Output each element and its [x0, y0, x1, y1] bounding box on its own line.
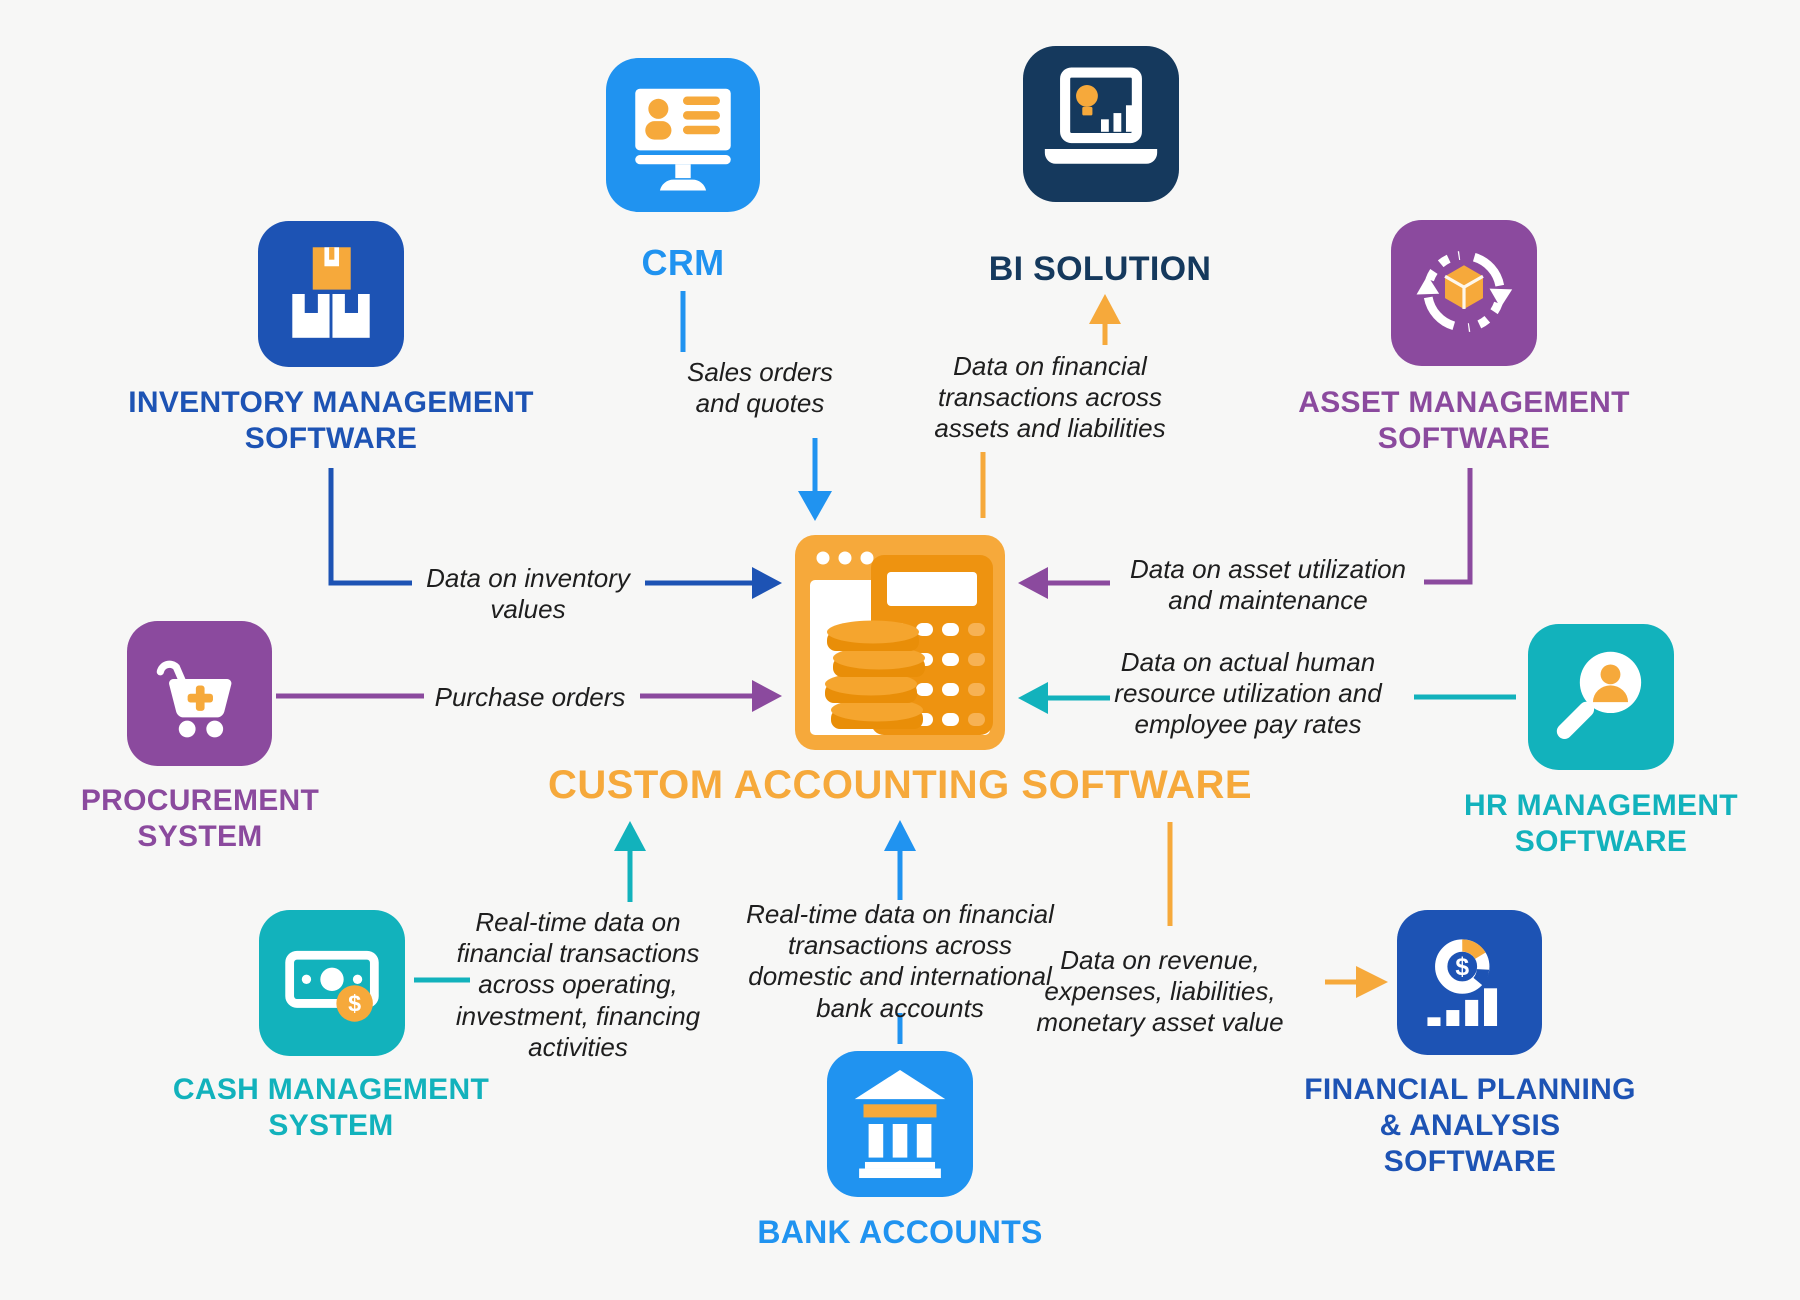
svg-text:$: $: [348, 990, 361, 1016]
accounting-browser-calculator-coins-icon: [795, 535, 1005, 750]
hr-magnifier-person-icon: [1528, 624, 1674, 770]
bank-transactions-flow-label: Real-time data on financial transactions…: [746, 899, 1054, 1023]
inventory-stacked-boxes-icon: [258, 221, 404, 367]
bi-solution-label: BI SOLUTION: [988, 250, 1212, 288]
custom-accounting-software-title: CUSTOM ACCOUNTING SOFTWARE: [547, 763, 1253, 807]
crm-monitor-contact-icon: [606, 58, 760, 212]
revenue-expenses-flow-label: Data on revenue, expenses, liabilities, …: [1036, 945, 1284, 1038]
arrowhead-left-icon: [1018, 682, 1048, 714]
hr-utilization-flow-label: Data on actual human resource utilizatio…: [1114, 647, 1382, 740]
arrowhead-right-icon: [1356, 966, 1388, 998]
arrowhead-up-icon: [614, 821, 646, 851]
purchase-orders-flow-label: Purchase orders: [434, 682, 626, 712]
asset-management-label: ASSET MANAGEMENT SOFTWARE: [1298, 386, 1630, 455]
cash-management-label: CASH MANAGEMENT SYSTEM: [172, 1073, 490, 1142]
financial-planning-label: FINANCIAL PLANNING & ANALYSIS SOFTWARE: [1304, 1073, 1636, 1178]
arrowhead-up-icon: [1089, 294, 1121, 324]
procurement-system-label: PROCUREMENT SYSTEM: [80, 784, 320, 853]
arrowhead-right-icon: [752, 567, 782, 599]
arrowhead-right-icon: [752, 680, 782, 712]
crm-label: CRM: [641, 242, 725, 283]
svg-text:$: $: [1455, 954, 1469, 981]
financial-transactions-assets-flow-label: Data on financial transactions across as…: [934, 351, 1166, 444]
bank-building-icon: [827, 1051, 973, 1197]
bank-accounts-label: BANK ACCOUNTS: [757, 1214, 1043, 1250]
cash-transactions-flow-label: Real-time data on financial transactions…: [455, 907, 701, 1062]
sales-orders-flow-label: Sales orders and quotes: [687, 357, 833, 419]
bi-laptop-chart-bulb-icon: [1023, 46, 1179, 202]
financial-planning-donut-bars-icon: $: [1397, 910, 1542, 1055]
arrowhead-down-icon: [798, 491, 832, 521]
procurement-cart-plus-icon: [127, 621, 272, 766]
cash-banknote-coin-icon: $: [259, 910, 405, 1056]
hr-management-label: HR MANAGEMENT SOFTWARE: [1464, 789, 1738, 858]
asset-sync-cube-icon: [1391, 220, 1537, 366]
inventory-values-flow-label: Data on inventory values: [426, 563, 630, 625]
arrowhead-left-icon: [1018, 567, 1048, 599]
inventory-management-label: INVENTORY MANAGEMENT SOFTWARE: [128, 386, 534, 455]
asset-utilization-flow-label: Data on asset utilization and maintenanc…: [1129, 554, 1407, 616]
arrowhead-up-icon: [884, 820, 916, 851]
